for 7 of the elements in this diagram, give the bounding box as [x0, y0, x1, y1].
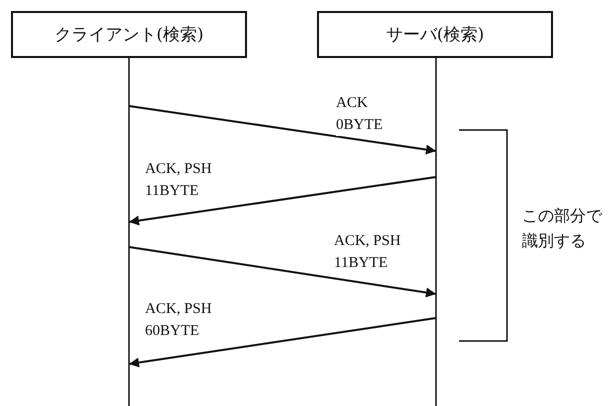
message-arrow: [128, 176, 436, 226]
note-text: この部分で識別する: [522, 205, 604, 252]
participant-box: クライアント(検索): [11, 11, 247, 58]
message-arrow: [128, 317, 436, 368]
message-arrow: [128, 246, 436, 298]
message-arrow: [128, 105, 436, 154]
participant-box: サーバ(検索): [317, 11, 553, 58]
